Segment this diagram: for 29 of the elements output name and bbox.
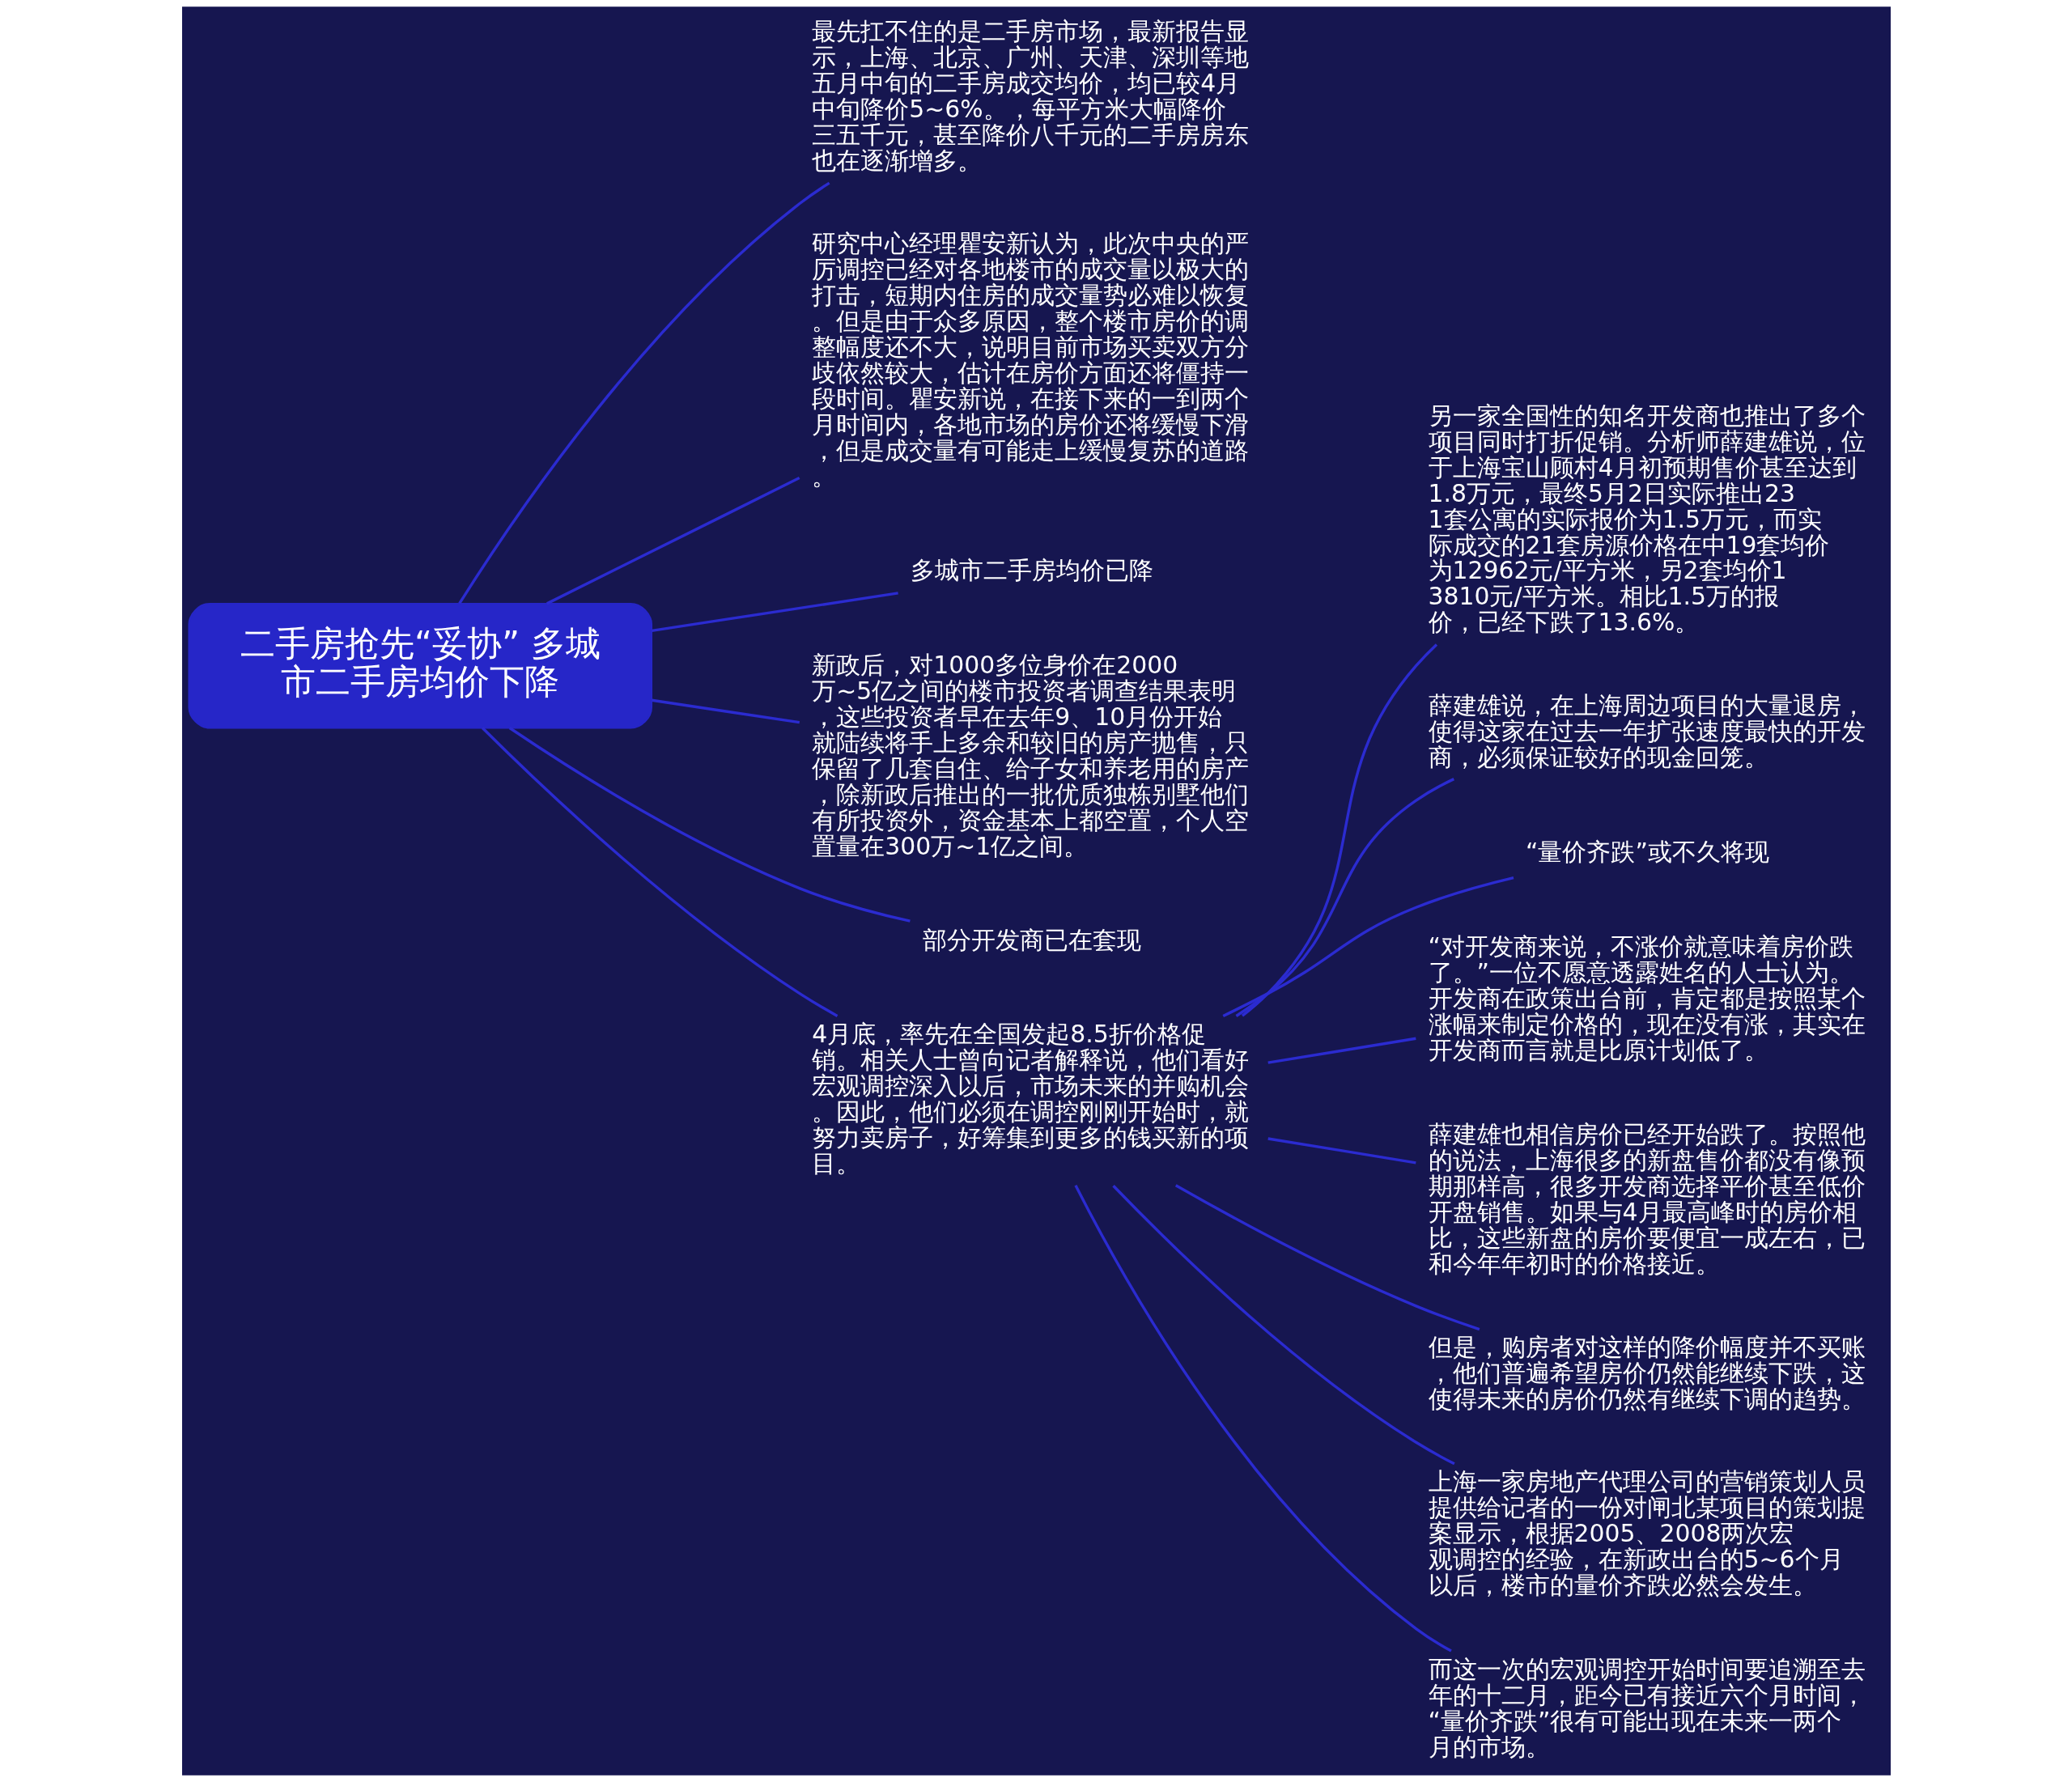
connector <box>1073 1184 1452 1653</box>
node-text: 薛建雄说，在上海周边项目的大量退房，使得这家在过去一年扩张速度最快的开发商，必须保证较好的现金回笼。 <box>1428 690 1866 771</box>
node-text: 薛建雄也相信房价已经开始跌了。按照他的说法，上海很多的新盘售价都没有像预期那样高，很多开发商选择平价甚至低价开盘销售。如果与4月最高峰时的房价相比，这些新盘的房价要便宜一成左右，已和今年年初时的价格接近。 <box>1428 1119 1866 1278</box>
connector <box>1174 1184 1480 1331</box>
node-text: “对开发商来说，不涨价就意味着房价跌了。”一位不愿意透露姓名的人士认为。开发商在政策出台前，肯定都是按照某个涨幅来制定价格的，现在没有涨，其实在开发商而言就是比原计划低了。 <box>1428 932 1866 1065</box>
node-text: 4月底，率先在全国发起8.5折价格促销。相关人士曾向记者解释说，他们看好宏观调控深入以后，市场未来的并购机会。因此，他们必须在调控刚刚开始时，就努力卖房子，好筹集到更多的钱买新的项目。 <box>811 1020 1249 1177</box>
connector <box>1267 1037 1416 1064</box>
node-text: 而这一次的宏观调控开始时间要追溯至去年的十二月，距今已有接近六个月时间，“量价齐跌”很有可能出现在未来一两个月的市场。 <box>1428 1654 1866 1761</box>
connector <box>1222 876 1514 1018</box>
node-text: 研究中心经理瞿安新认为，此次中央的严厉调控已经对各地楼市的成交量以极大的打击，短期内住房的成交量势必难以恢复。但是由于众多原因，整个楼市房价的调整幅度还不大，说明目前市场买卖双方分歧依然较大，估计在房价方面还将僵持一段时间。瞿安新说，在接下来的一到两个月时间内，各地市场的房价还将缓慢下滑，但是成交量有可能走上缓慢复苏的道路。 <box>811 229 1249 491</box>
node-text: 上海一家房地产代理公司的营销策划人员提供给记者的一份对闸北某项目的策划提案显示，根据2005、2008两次宏观调控的经验，在新政出台的5~6个月以后，楼市的量价齐跌必然会发生。 <box>1428 1467 1866 1600</box>
connector <box>508 727 911 923</box>
node-box: 二手房抢先“妥协” 多城市二手房均价下降 <box>187 602 652 729</box>
connector <box>1267 1137 1416 1165</box>
connector <box>457 181 830 605</box>
connector <box>1241 643 1437 1017</box>
connector <box>1235 778 1454 1017</box>
node-text: 另一家全国性的知名开发商也推出了多个项目同时打折促销。分析师薛建雄说，位于上海宝山顾村4月初预期售价甚至达到1.8万元，最终5月2日实际推出231套公寓的实际报价为1.5万元，而实际成交的21套房源价格在中19套均价为12962元/平方米，另2套均价13810元/平方米。相比1.5万的报价，已经下跌了13.6%。 <box>1428 401 1866 637</box>
node-text: 最先扛不住的是二手房市场，最新报告显示，上海、北京、广州、天津、深圳等地五月中旬的二手房成交均价，均已较4月中旬降价5~6%。，每平方米大幅降价三五千元，甚至降价八千元的二手房房东也在逐渐增多。 <box>811 17 1249 176</box>
connector <box>546 477 800 605</box>
connector <box>1111 1185 1455 1466</box>
node-text: 多城市二手房均价已降 <box>910 556 1153 585</box>
node-text: 但是，购房者对这样的降价幅度并不买账，他们普遍希望房价仍然能继续下跌，这使得未来的房价仍然有继续下调的趋势。 <box>1428 1333 1866 1413</box>
node-text: 部分开发商已在套现 <box>922 925 1141 954</box>
node-text: “量价齐跌”或不久将现 <box>1525 838 1769 867</box>
connector <box>481 727 838 1017</box>
connector <box>651 698 800 724</box>
node-text: 新政后，对1000多位身价在2000万~5亿之间的楼市投资者调查结果表明，这些投资者早在去年9、10月份开始就陆续将手上多余和较旧的房产抛售，只保留了几套自住、给子女和养老用的房产，除新政后推出的一批优质独栋别墅他们有所投资外，资金基本上都空置，个人空置量在300万~1亿之间。 <box>811 650 1249 860</box>
connector <box>651 592 898 633</box>
